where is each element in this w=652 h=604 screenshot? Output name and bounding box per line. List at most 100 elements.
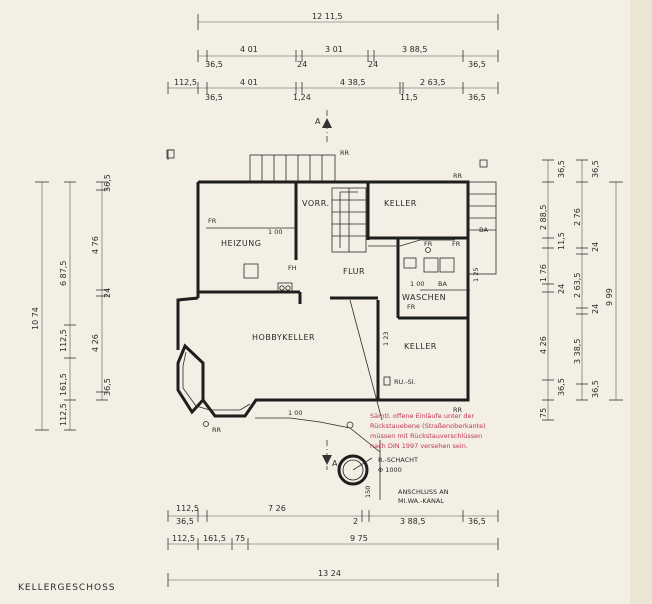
dim-left2-d: 112,5 bbox=[59, 403, 68, 426]
ru-si-box bbox=[383, 376, 391, 386]
dim-top2-e: 4 38,5 bbox=[340, 78, 365, 87]
dim-top2-h: 36,5 bbox=[468, 93, 486, 102]
corner-markers bbox=[166, 149, 488, 168]
svg-text:1 00: 1 00 bbox=[288, 409, 302, 417]
dim-bottom2-c: 75 bbox=[235, 534, 245, 543]
svg-text:FR: FR bbox=[208, 217, 217, 225]
dim-top1-b: 4 01 bbox=[240, 45, 258, 54]
dim-top-total: 12 11,5 bbox=[312, 12, 343, 21]
dim-right2-b: 2 76 bbox=[573, 208, 582, 226]
dim-top1-a: 36,5 bbox=[205, 60, 223, 69]
dim-bottom1-d: 2 bbox=[353, 517, 358, 526]
svg-text:müssen mit Rückstauverschlüsse: müssen mit Rückstauverschlüssen bbox=[370, 432, 482, 440]
dim-left2-b: 112,5 bbox=[59, 329, 68, 352]
dim-right1-f: 4 26 bbox=[539, 336, 548, 354]
paper-edge bbox=[630, 0, 652, 604]
dim-top1-g: 36,5 bbox=[468, 60, 486, 69]
dim-left1-d: 4 26 bbox=[91, 334, 100, 352]
section-label-top: A bbox=[315, 117, 321, 126]
dim-top1-c: 24 bbox=[297, 60, 307, 69]
dim-bottom-total: 13 24 bbox=[318, 569, 341, 578]
svg-text:1 23: 1 23 bbox=[382, 332, 390, 346]
laundry-fixtures bbox=[403, 257, 455, 273]
dim-right2-f: 3 38,5 bbox=[573, 339, 582, 364]
room-keller-top: KELLER bbox=[384, 199, 417, 208]
dim-right2-c: 24 bbox=[591, 242, 600, 252]
heating-equipment bbox=[243, 263, 293, 294]
svg-text:nach DIN 1997 versehen sein.: nach DIN 1997 versehen sein. bbox=[370, 442, 468, 450]
room-keller-bottom: KELLER bbox=[404, 342, 437, 351]
dim-left1-e: 36,5 bbox=[103, 378, 112, 396]
section-label-bottom: A bbox=[332, 459, 338, 468]
svg-text:RU.-SI.: RU.-SI. bbox=[394, 378, 416, 386]
left-dimension-chains: 36,5 4 76 24 4 26 36,5 6 87,5 112,5 161,… bbox=[31, 174, 112, 431]
dim-top2-g: 2 63,5 bbox=[420, 78, 445, 87]
dim-top2-c: 4 01 bbox=[240, 78, 258, 87]
dim-top1-e: 24 bbox=[368, 60, 378, 69]
dim-bottom1-e: 3 88,5 bbox=[400, 517, 425, 526]
dim-right1-b: 2 88,5 bbox=[539, 205, 548, 230]
svg-text:FR: FR bbox=[407, 303, 416, 311]
dim-bottom1-a: 112,5 bbox=[176, 504, 199, 513]
dim-left1-b: 4 76 bbox=[91, 236, 100, 254]
svg-text:Rückstauebene (Straßenoberkant: Rückstauebene (Straßenoberkante) bbox=[370, 422, 486, 430]
backflow-note: Sämtl. offene Einläufe unter der Rücksta… bbox=[370, 412, 486, 450]
room-vorr: VORR. bbox=[302, 199, 330, 208]
bottom-dimension-chains: 112,5 36,5 7 26 2 3 88,5 36,5 112,5 161,… bbox=[167, 504, 499, 587]
svg-text:1 25: 1 25 bbox=[472, 268, 480, 282]
top-dimension-chains: 12 11,5 36,5 4 01 24 3 01 24 3 88,5 36,5… bbox=[167, 12, 499, 102]
dim-bottom1-c: 7 26 bbox=[268, 504, 286, 513]
inspection-points bbox=[203, 247, 431, 429]
svg-text:Sämtl. offene Einläufe unter d: Sämtl. offene Einläufe unter der bbox=[370, 412, 475, 420]
pipe-150-label: 150 bbox=[364, 486, 372, 498]
dim-right1-a: 36,5 bbox=[557, 160, 566, 178]
svg-text:1 00: 1 00 bbox=[410, 280, 424, 288]
dim-top2-b: 36,5 bbox=[205, 93, 223, 102]
dim-left1-a: 36,5 bbox=[103, 174, 112, 192]
svg-text:FR: FR bbox=[424, 240, 433, 248]
svg-text:BA: BA bbox=[438, 280, 447, 288]
room-waschen: WASCHEN bbox=[402, 293, 446, 302]
dim-top1-d: 3 01 bbox=[325, 45, 343, 54]
svg-text:RR: RR bbox=[453, 406, 463, 414]
dim-left2-a: 6 87,5 bbox=[59, 261, 68, 286]
svg-text:RR: RR bbox=[453, 172, 463, 180]
dim-left2-c: 161,5 bbox=[59, 373, 68, 396]
svg-text:BA: BA bbox=[479, 226, 488, 234]
dim-right2-g: 36,5 bbox=[591, 380, 600, 398]
interior-stair bbox=[331, 187, 367, 253]
dim-right1-g: 36,5 bbox=[557, 378, 566, 396]
r-schacht-size: Φ 1000 bbox=[378, 466, 402, 474]
dim-top1-f: 3 88,5 bbox=[402, 45, 427, 54]
dim-top2-f: 11,5 bbox=[400, 93, 418, 102]
section-line-a: A A bbox=[315, 110, 338, 470]
dim-right1-h: 75 bbox=[539, 408, 548, 418]
fixture-labels: FR FR FR FR FH RR RR RR RR BA BA 1 00 1 … bbox=[208, 149, 488, 434]
room-flur: FLUR bbox=[343, 267, 365, 276]
dim-right1-c: 11,5 bbox=[557, 232, 566, 250]
dim-right-total: 9 99 bbox=[605, 288, 614, 306]
dim-bottom2-d: 9 75 bbox=[350, 534, 368, 543]
dim-bottom1-f: 36,5 bbox=[468, 517, 486, 526]
drainage-lines bbox=[206, 227, 470, 500]
svg-text:RR: RR bbox=[212, 426, 222, 434]
svg-text:1 00: 1 00 bbox=[268, 228, 282, 236]
room-heizung: HEIZUNG bbox=[221, 239, 261, 248]
dim-right2-e: 24 bbox=[591, 304, 600, 314]
room-hobbykeller: HOBBYKELLER bbox=[252, 333, 315, 342]
dim-top2-a: 112,5 bbox=[174, 78, 197, 87]
dim-bottom2-b: 161,5 bbox=[203, 534, 226, 543]
anschluss-line1: ANSCHLUSS AN bbox=[398, 488, 449, 496]
dim-right2-a: 36,5 bbox=[591, 160, 600, 178]
dim-bottom1-b: 36,5 bbox=[176, 517, 194, 526]
r-schacht-manhole bbox=[337, 454, 373, 486]
svg-text:FR: FR bbox=[452, 240, 461, 248]
dim-left-total: 10 74 bbox=[31, 307, 40, 330]
walls bbox=[176, 154, 497, 418]
dim-top2-d: 1,24 bbox=[293, 93, 311, 102]
r-schacht-label: R.-SCHACHT bbox=[378, 456, 418, 464]
dim-right1-d: 1 76 bbox=[539, 264, 548, 282]
svg-text:FH: FH bbox=[288, 264, 297, 272]
dim-bottom2-a: 112,5 bbox=[172, 534, 195, 543]
